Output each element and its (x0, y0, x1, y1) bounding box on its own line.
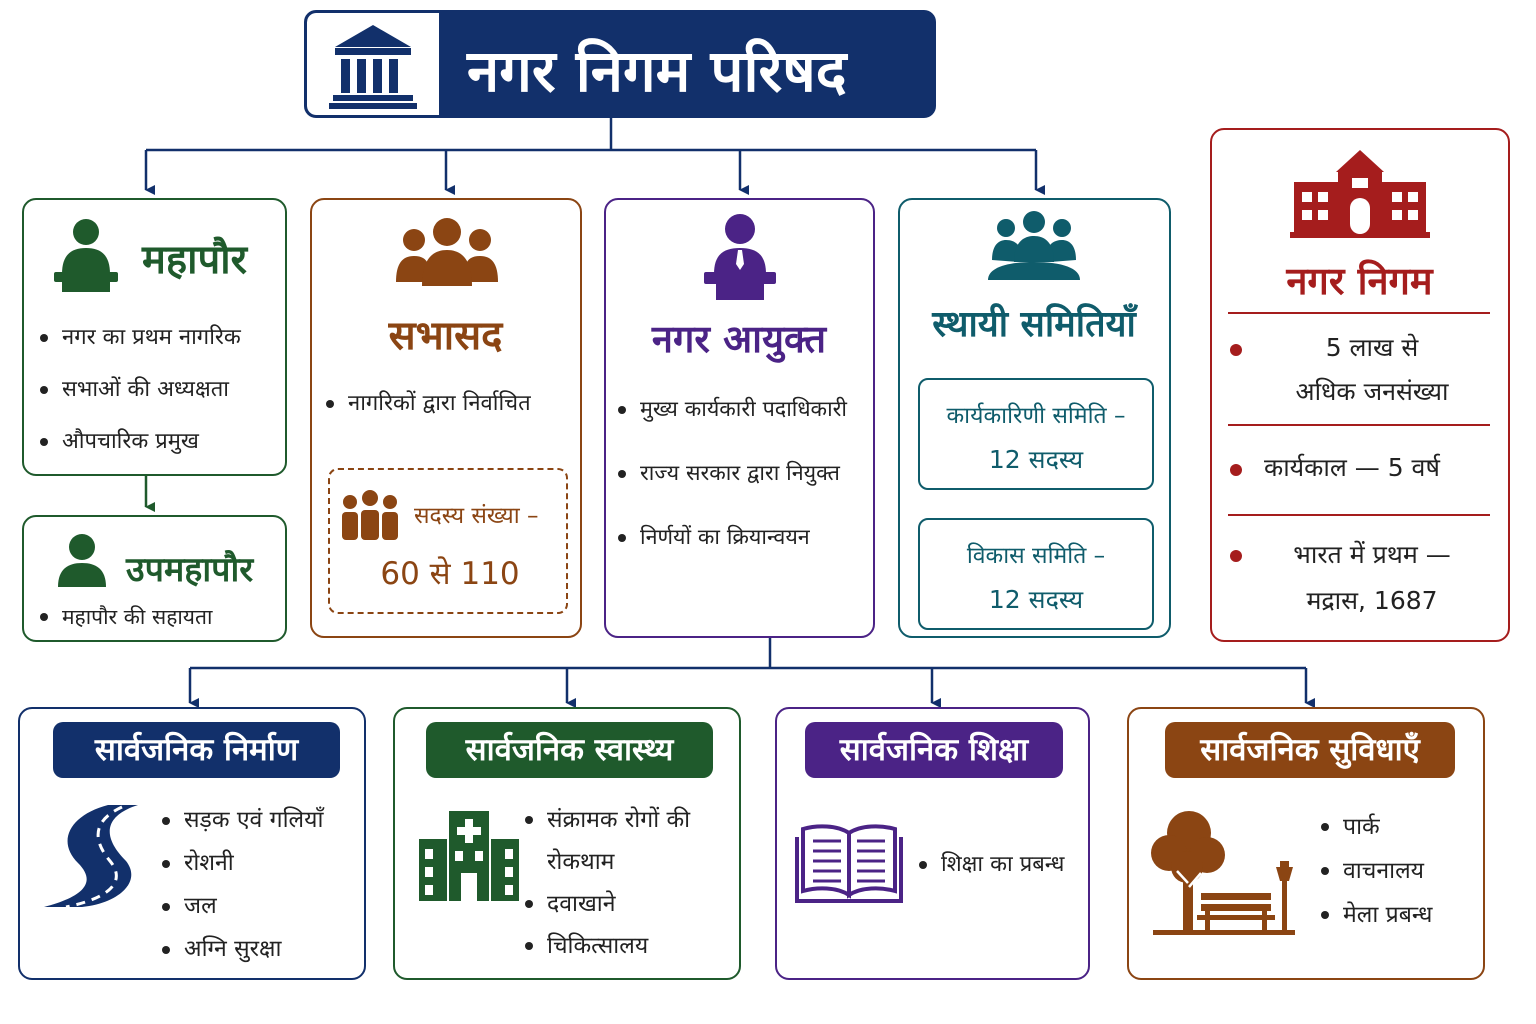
divider (1228, 514, 1490, 516)
mayor-card: महापौर नगर का प्रथम नागरिक सभाओं की अध्य… (22, 198, 287, 476)
person-icon (58, 534, 106, 587)
list-item: मेला प्रबन्ध (1319, 893, 1432, 937)
councillors-heading: सभासद (388, 313, 503, 359)
term-text: कार्यकाल — 5 वर्ष (1264, 453, 1440, 482)
development-committee-title: विकास समिति – (966, 543, 1106, 569)
term-bullet (1230, 464, 1242, 476)
commissioner-points: मुख्य कार्यकारी पदाधिकारी राज्य सरकार द्… (616, 378, 847, 570)
list-item: सभाओं की अध्यक्षता (38, 364, 241, 416)
first-corporation-line-2: मद्रास, 1687 (1306, 586, 1438, 615)
page-title: नगर निगम परिषद (467, 37, 847, 105)
mayor-heading: महापौर (142, 237, 247, 283)
park-tree-bench-lamp-icon (1151, 811, 1295, 935)
government-building-icon (329, 25, 417, 109)
population-line-2: अधिक जनसंख्या (1295, 377, 1449, 406)
municipal-building-icon (1290, 150, 1430, 238)
development-committee-members: 12 सदस्य (988, 585, 1084, 614)
list-item: दवाखाने (523, 883, 690, 925)
deputy-mayor-card: उपमहापौर महापौर की सहायता (22, 515, 287, 642)
first-corporation-text: भारत में प्रथम — मद्रास, 1687 (1252, 532, 1492, 624)
list-item: औपचारिक प्रमुख (38, 416, 241, 468)
public-works-points: सड़क एवं गलियाँ रोशनी जल अग्नि सुरक्षा (160, 799, 323, 971)
deputy-mayor-heading: उपमहापौर (126, 550, 254, 590)
committees-heading: स्थायी समितियाँ (932, 304, 1136, 345)
list-item: पार्क (1319, 805, 1432, 849)
public-amenities-heading: सार्वजनिक सुविधाएँ (1165, 722, 1455, 778)
list-item: महापौर की सहायता (38, 601, 212, 633)
list-item: निर्णयों का क्रियान्वयन (616, 506, 847, 570)
members-group-icon (342, 490, 398, 540)
members-label: सदस्य संख्या – (414, 503, 539, 529)
group-icon (396, 218, 498, 286)
road-icon (44, 805, 138, 909)
deputy-mayor-points: महापौर की सहायता (38, 601, 212, 633)
commissioner-heading: नगर आयुक्त (651, 317, 827, 361)
population-bullet (1230, 344, 1242, 356)
hospital-icon (419, 811, 519, 901)
list-item: जल (160, 885, 323, 928)
list-item: शिक्षा का प्रबन्ध (917, 847, 1064, 883)
mayor-points: नगर का प्रथम नागरिक सभाओं की अध्यक्षता औ… (38, 312, 241, 468)
list-item: संक्रामक रोगों की (523, 799, 690, 841)
public-amenities-points: पार्क वाचनालय मेला प्रबन्ध (1319, 805, 1432, 937)
first-corporation-line-1: भारत में प्रथम — (1293, 540, 1451, 569)
public-works-heading: सार्वजनिक निर्माण (53, 722, 340, 778)
public-education-card: सार्वजनिक शिक्षा शिक्षा का प्रबन्ध (775, 707, 1090, 980)
executive-committee-title: कार्यकारिणी समिति – (946, 403, 1126, 429)
public-education-heading: सार्वजनिक शिक्षा (805, 722, 1063, 778)
population-text: 5 लाख से अधिक जनसंख्या (1252, 326, 1492, 414)
list-item-continuation: रोकथाम (547, 849, 615, 875)
councillors-card: सभासद नागरिकों द्वारा निर्वाचित सदस्य सं… (310, 198, 582, 638)
person-at-lectern-icon (704, 214, 776, 300)
public-health-card: सार्वजनिक स्वास्थ्य संक्रामक रोगों की रो… (393, 707, 741, 980)
title-icon-cell (307, 13, 439, 115)
population-line-1: 5 लाख से (1325, 333, 1419, 362)
executive-committee-members: 12 सदस्य (988, 445, 1084, 474)
development-committee-box: विकास समिति – 12 सदस्य (918, 518, 1154, 630)
corporation-heading: नगर निगम (1286, 259, 1433, 303)
commissioner-card: नगर आयुक्त मुख्य कार्यकारी पदाधिकारी राज… (604, 198, 875, 638)
public-education-points: शिक्षा का प्रबन्ध (917, 847, 1064, 883)
open-book-icon (795, 824, 903, 903)
divider (1228, 424, 1490, 426)
municipal-corporation-card: नगर निगम 5 लाख से अधिक जनसंख्या कार्यकाल… (1210, 128, 1510, 642)
executive-committee-box: कार्यकारिणी समिति – 12 सदस्य (918, 378, 1154, 490)
list-item: सड़क एवं गलियाँ (160, 799, 323, 842)
public-amenities-card: सार्वजनिक सुविधाएँ पार्क वाचनालय मेला प्… (1127, 707, 1485, 980)
committee-group-icon (988, 211, 1080, 280)
public-works-card: सार्वजनिक निर्माण सड़क एवं गलियाँ रोशनी … (18, 707, 366, 980)
list-item: चिकित्सालय (523, 925, 690, 967)
public-health-points: संक्रामक रोगों की रोकथाम दवाखाने चिकित्स… (523, 799, 690, 967)
committees-card: स्थायी समितियाँ कार्यकारिणी समिति – 12 स… (898, 198, 1171, 638)
list-item: राज्य सरकार द्वारा नियुक्त (616, 442, 847, 506)
list-item: वाचनालय (1319, 849, 1432, 893)
councillors-points: नागरिकों द्वारा निर्वाचित (324, 386, 531, 422)
list-item: अग्नि सुरक्षा (160, 928, 323, 971)
list-item: नागरिकों द्वारा निर्वाचित (324, 386, 531, 422)
members-value: 60 से 110 (380, 556, 520, 592)
list-item: रोशनी (160, 842, 323, 885)
list-item: मुख्य कार्यकारी पदाधिकारी (616, 378, 847, 442)
list-item: नगर का प्रथम नागरिक (38, 312, 241, 364)
person-at-podium-icon (54, 219, 118, 292)
first-bullet (1230, 550, 1242, 562)
divider (1228, 312, 1490, 314)
title-banner: नगर निगम परिषद (304, 10, 936, 118)
public-health-heading: सार्वजनिक स्वास्थ्य (426, 722, 713, 778)
members-count-box: सदस्य संख्या – 60 से 110 (328, 468, 568, 614)
